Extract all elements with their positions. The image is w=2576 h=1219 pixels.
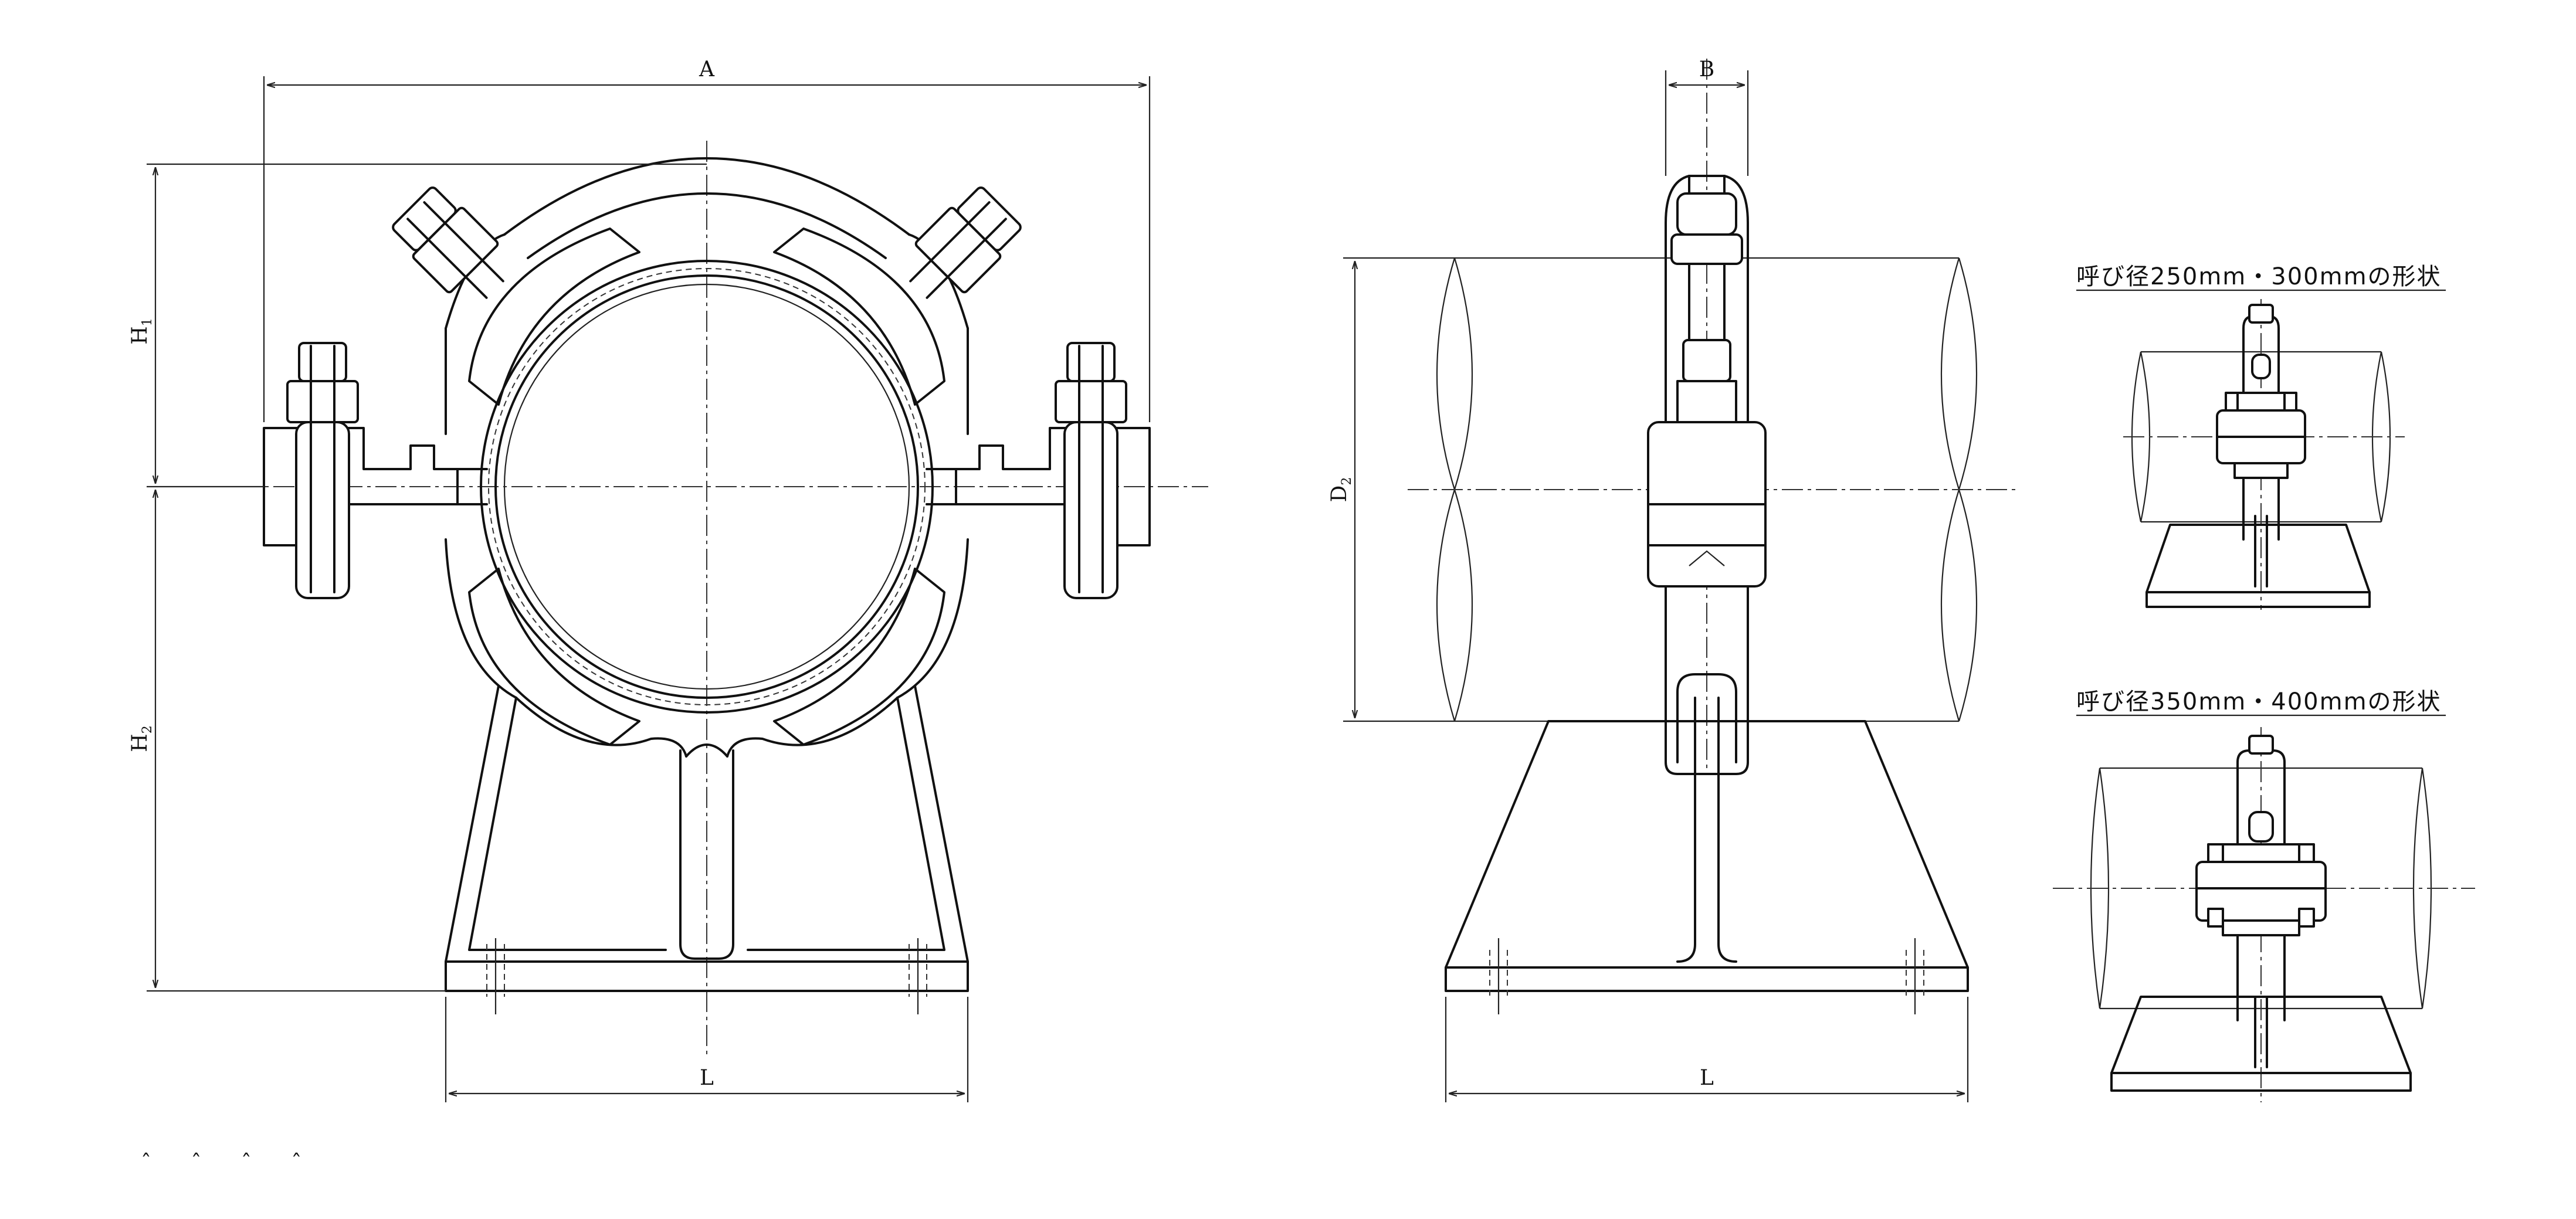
side-view: B D2 L bbox=[1327, 57, 2018, 1102]
footer-marks: ˆ ˆ ˆ ˆ bbox=[141, 1151, 318, 1175]
dim-d2-label: D bbox=[1327, 485, 1351, 502]
dim-l-label-front: L bbox=[700, 1066, 714, 1090]
svg-text:H2: H2 bbox=[128, 725, 155, 752]
dim-l-label-side: L bbox=[1700, 1066, 1714, 1090]
dim-h1-sub: 1 bbox=[140, 318, 155, 326]
small-view-250-300: 呼び径250mm・300mmの形状 bbox=[2076, 263, 2446, 610]
dim-h1-label: H bbox=[128, 326, 152, 344]
dim-h2-label: H bbox=[128, 734, 152, 752]
dim-b-label: B bbox=[1699, 57, 1714, 82]
dim-a-label: A bbox=[699, 57, 715, 82]
front-view: A H1 H2 L bbox=[128, 57, 1208, 1102]
small-view-1-title: 呼び径250mm・300mmの形状 bbox=[2076, 263, 2442, 290]
small-view-350-400: 呼び径350mm・400mmの形状 bbox=[2053, 688, 2475, 1102]
svg-text:D2: D2 bbox=[1327, 477, 1354, 502]
dim-h2-sub: 2 bbox=[140, 725, 155, 734]
svg-text:H1: H1 bbox=[128, 318, 155, 344]
dim-d2-sub: 2 bbox=[1340, 477, 1354, 485]
small-view-2-title: 呼び径350mm・400mmの形状 bbox=[2076, 688, 2442, 715]
